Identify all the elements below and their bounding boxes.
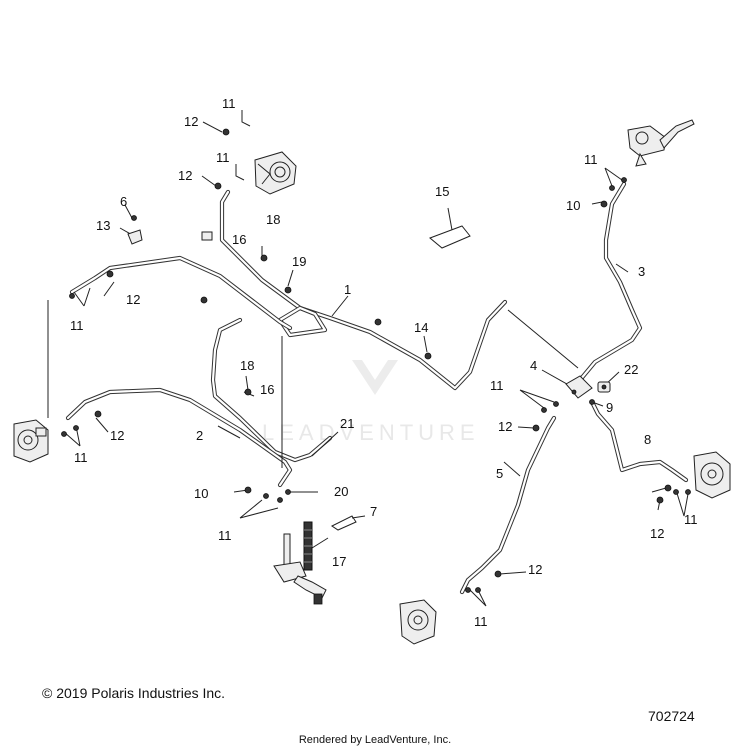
brake-switch-icon	[597, 381, 611, 393]
callout-12: 12	[650, 526, 664, 541]
brake-line-1	[219, 189, 508, 391]
callout-1: 1	[344, 282, 351, 297]
callout-12: 12	[110, 428, 124, 443]
master-cylinder-icon	[627, 125, 667, 167]
callout-19: 19	[292, 254, 306, 269]
callout-12: 12	[178, 168, 192, 183]
callout-2: 2	[196, 428, 203, 443]
callout-10: 10	[566, 198, 580, 213]
callout-10: 10	[194, 486, 208, 501]
callout-11: 11	[218, 528, 232, 543]
brake-line-8	[589, 399, 689, 483]
render-credit: Rendered by LeadVenture, Inc.	[298, 734, 452, 746]
brake-caliper-icon	[13, 419, 49, 463]
callout-6: 6	[120, 194, 127, 209]
leader-lines	[47, 110, 689, 607]
callout-16: 16	[260, 382, 274, 397]
callout-22: 22	[624, 362, 638, 377]
callout-11: 11	[70, 318, 84, 333]
brake-caliper-icon	[693, 451, 731, 499]
diagram-number: 702724	[648, 708, 695, 724]
copyright-notice: © 2019 Polaris Industries Inc.	[42, 685, 226, 701]
callout-8: 8	[644, 432, 651, 447]
callout-labels: 11 12 11 12 6 13 18 16 12 11 19 1 15 14 …	[70, 96, 698, 629]
callout-11: 11	[216, 150, 230, 165]
callout-13: 13	[96, 218, 110, 233]
clamp-strap	[429, 225, 471, 249]
callout-16: 16	[232, 232, 246, 247]
callout-9: 9	[606, 400, 613, 415]
clamp-strap	[331, 515, 357, 531]
brake-line-5	[459, 415, 557, 595]
brake-caliper-icon	[254, 151, 297, 195]
bolt-icon	[61, 128, 691, 593]
callout-12: 12	[184, 114, 198, 129]
watermark: LEADVENTURE	[262, 360, 480, 445]
callout-12: 12	[528, 562, 542, 577]
brake-line-2	[65, 317, 333, 488]
callout-14: 14	[414, 320, 428, 335]
callout-3: 3	[638, 264, 645, 279]
callout-7: 7	[370, 504, 377, 519]
reservoir-hose	[303, 521, 313, 571]
callout-5: 5	[496, 466, 503, 481]
callout-18: 18	[240, 358, 254, 373]
fitting-icon	[565, 375, 593, 399]
callout-12: 12	[126, 292, 140, 307]
brake-lever-icon	[659, 119, 695, 149]
callout-15: 15	[435, 184, 449, 199]
callout-18: 18	[266, 212, 280, 227]
master-cylinder-icon	[273, 533, 327, 605]
callout-11: 11	[684, 512, 698, 527]
callout-12: 12	[498, 419, 512, 434]
callout-4: 4	[530, 358, 537, 373]
callout-11: 11	[490, 378, 504, 393]
callout-11: 11	[222, 96, 236, 111]
callout-20: 20	[334, 484, 348, 499]
callout-17: 17	[332, 554, 346, 569]
brake-caliper-icon	[399, 599, 437, 645]
brake-line-3	[577, 181, 643, 383]
watermark-text: LEADVENTURE	[262, 420, 480, 445]
brake-line-front-left	[69, 255, 293, 331]
callout-11: 11	[74, 450, 88, 465]
callout-11: 11	[474, 614, 488, 629]
callout-11: 11	[584, 152, 598, 167]
callout-21: 21	[340, 416, 354, 431]
